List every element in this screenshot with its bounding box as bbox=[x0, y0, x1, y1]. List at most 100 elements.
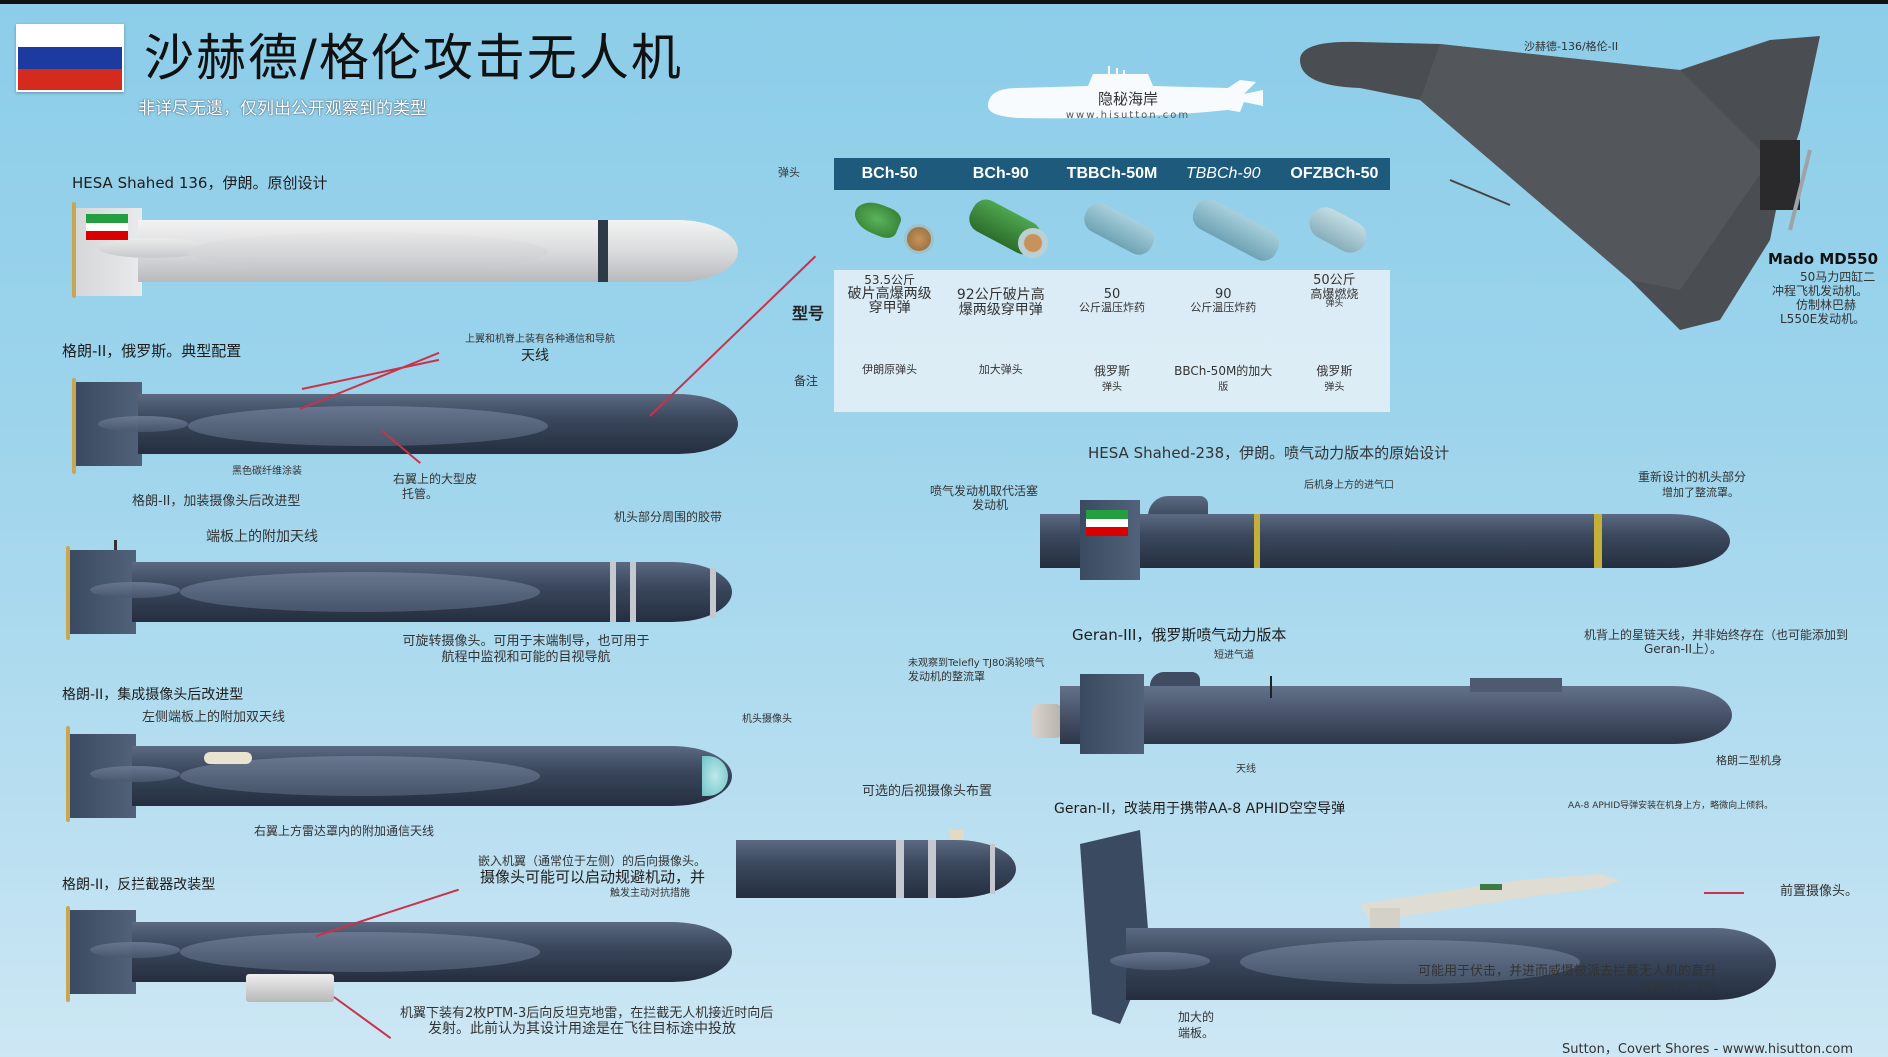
variant-title-geran2-camera: 格朗-II，加装摄像头后改进型 bbox=[132, 494, 301, 509]
annotation: 嵌入机翼（通常位于左侧）的后向摄像头。 bbox=[478, 854, 707, 868]
warhead-note: BBCh-50M的加大 bbox=[1174, 364, 1273, 378]
annotation: 右翼上的大型皮 bbox=[392, 472, 477, 486]
warhead-type: 92公斤破片高 bbox=[956, 287, 1045, 303]
engine-desc: 50马力四缸二 bbox=[1800, 270, 1876, 284]
drone-geran3 bbox=[1030, 664, 1740, 764]
page-title: 沙赫德/格伦攻击无人机 bbox=[144, 29, 683, 87]
annotation: 右翼上方雷达罩内的附加通信天线 bbox=[254, 824, 435, 838]
warhead-tbbch50m-icon bbox=[1076, 198, 1166, 262]
warhead-type: 穿甲弹 bbox=[868, 300, 911, 317]
annotation: 天线 bbox=[521, 348, 549, 364]
annotation: 端板上的附加天线 bbox=[206, 529, 318, 545]
warhead-note: 俄罗斯 bbox=[1316, 364, 1353, 378]
covert-shores-logo: 隐秘海岸 www.hisutton.com bbox=[978, 66, 1278, 126]
drone-geran2-camera bbox=[62, 540, 742, 640]
ptm3-mine-pods bbox=[246, 974, 334, 1002]
warhead-note: 伊朗原弹头 bbox=[862, 363, 918, 376]
annotation: 可能用于伏击，并进而威慑被派去拦截无人机的直升 bbox=[1418, 964, 1718, 979]
warhead-tbbch90-icon bbox=[1186, 194, 1286, 266]
credit: Sutton，Covert Shores - wwww.hisutton.com bbox=[1562, 1042, 1854, 1057]
warhead-type: 破片高爆两级 bbox=[847, 285, 932, 302]
drone-geran2-anti-interceptor bbox=[62, 906, 742, 1006]
delta-wing-drone-icon bbox=[1300, 36, 1820, 330]
annotation: 触发主动对抗措施 bbox=[610, 888, 690, 899]
warhead-name: TBBCh-90 bbox=[1185, 165, 1261, 182]
warhead-type: 公斤温压炸药 bbox=[1079, 300, 1145, 314]
warhead-row-label: 弹头 bbox=[778, 166, 800, 179]
drone-geran2-integrated bbox=[62, 716, 742, 826]
variant-title-shahed136: HESA Shahed 136，伊朗。原创设计 bbox=[72, 174, 328, 192]
annotation: 增加了整流罩。 bbox=[1662, 486, 1739, 499]
variant-title-geran2-aa8: Geran-II，改装用于携带AA-8 APHID空空导弹 bbox=[1054, 801, 1346, 817]
drone-rear-camera-nose bbox=[736, 830, 1016, 910]
annotation: 发射。此前认为其设计用途是在飞往目标途中投放 bbox=[428, 1021, 736, 1037]
annotation: 机背上的星链天线，并非始终存在（也可能添加到 bbox=[1584, 628, 1849, 642]
variant-title-geran3: Geran-III，俄罗斯喷气动力版本 bbox=[1072, 626, 1287, 644]
logo-name: 隐秘海岸 bbox=[1097, 90, 1158, 108]
warhead-note: 弹头 bbox=[1102, 382, 1122, 393]
warhead-column: 92公斤破片高 爆两级穿甲弹 加大弹头 bbox=[945, 270, 1056, 412]
annotation: 上翼和机脊上装有各种通信和导航 bbox=[465, 334, 615, 345]
iran-flag-icon bbox=[86, 214, 128, 240]
variant-title-geran2: 格朗-II，俄罗斯。典型配置 bbox=[62, 342, 242, 360]
warhead-type: 弹头 bbox=[1325, 299, 1344, 310]
warhead-name: TBBCh-50M bbox=[1066, 165, 1158, 182]
annotation: 机和轻型飞机 bbox=[1638, 980, 1717, 995]
logo-url: www.hisutton.com bbox=[1065, 110, 1191, 121]
top-border bbox=[0, 0, 1888, 4]
engine-desc: 冲程飞机发动机。 bbox=[1772, 284, 1869, 298]
variant-title-geran2-integrated: 格朗-II，集成摄像头后改进型 bbox=[62, 687, 244, 703]
engine-desc: L550E发动机。 bbox=[1780, 312, 1866, 326]
engine-desc: 仿制林巴赫 bbox=[1796, 298, 1857, 312]
warhead-column: 50 公斤温压炸药 俄罗斯 弹头 bbox=[1056, 270, 1167, 412]
warhead-weight: 90 bbox=[1214, 287, 1232, 302]
warhead-row-label-model: 型号 bbox=[792, 304, 825, 323]
warhead-name: OFZBCh-50 bbox=[1290, 165, 1379, 182]
warhead-name: BCh-50 bbox=[861, 165, 918, 182]
warhead-weight: 50 bbox=[1103, 287, 1121, 302]
warhead-type: 公斤温压炸药 bbox=[1190, 300, 1257, 314]
warhead-bch50-icon bbox=[850, 196, 944, 260]
annotation-rear-camera: 可选的后视摄像头布置 bbox=[862, 784, 993, 799]
annotation: Geran-II上）。 bbox=[1644, 642, 1722, 656]
drone-shahed238 bbox=[1036, 490, 1736, 590]
drone-top-view: 沙赫德-136/格伦-II bbox=[1300, 30, 1860, 340]
warhead-note: 俄罗斯 bbox=[1094, 364, 1131, 378]
warhead-column: 90 公斤温压炸药 BBCh-50M的加大 版 bbox=[1168, 270, 1279, 412]
drone-geran2-typical bbox=[68, 378, 748, 474]
warhead-weight: 50公斤 bbox=[1313, 273, 1356, 288]
submarine-icon bbox=[988, 66, 1263, 119]
warhead-note: 版 bbox=[1218, 382, 1229, 393]
warhead-row-label-note: 备注 bbox=[794, 374, 819, 388]
annotation: 重新设计的机头部分 bbox=[1638, 470, 1747, 484]
drone-shahed136 bbox=[68, 200, 748, 300]
russia-flag-icon bbox=[16, 24, 124, 92]
annotation: 摄像头可能可以启动规避机动，并 bbox=[480, 868, 706, 886]
variant-title-shahed238: HESA Shahed-238，伊朗。喷气动力版本的原始设计 bbox=[1088, 444, 1450, 462]
callout-line bbox=[1704, 892, 1744, 894]
warhead-column: 53.5公斤 破片高爆两级 穿甲弹 伊朗原弹头 bbox=[834, 270, 945, 412]
annotation: 后机身上方的进气口 bbox=[1304, 480, 1394, 491]
annotation: 天线 bbox=[1236, 764, 1256, 775]
annotation: 加大的 bbox=[1178, 1010, 1215, 1024]
iran-flag-icon bbox=[1086, 510, 1128, 536]
annotation: 托管。 bbox=[401, 487, 438, 501]
drone-geran2-aa8 bbox=[1080, 824, 1780, 1024]
annotation: 航程中监视和可能的目视导航 bbox=[441, 650, 611, 665]
warhead-note: 加大弹头 bbox=[978, 363, 1023, 376]
warhead-type: 爆两级穿甲弹 bbox=[958, 301, 1043, 318]
annotation: 格朗二型机身 bbox=[1716, 754, 1782, 767]
annotation: 发动机的整流罩 bbox=[908, 670, 985, 683]
annotation: 端板。 bbox=[1178, 1026, 1215, 1040]
warhead-name: BCh-90 bbox=[972, 165, 1029, 182]
warhead-bch90-icon bbox=[964, 194, 1054, 262]
annotation: 机头部分周围的胶带 bbox=[614, 510, 723, 524]
warhead-weight: 53.5公斤 bbox=[864, 273, 915, 287]
page-subtitle: 非详尽无遗，仅列出公开观察到的类型 bbox=[138, 99, 427, 119]
warhead-note: 弹头 bbox=[1324, 382, 1345, 393]
annotation: 机头摄像头 bbox=[742, 714, 792, 725]
variant-title-geran2-anti-interceptor: 格朗-II，反拦截器改装型 bbox=[62, 877, 216, 893]
warhead-column: 50公斤 高爆燃烧 弹头 俄罗斯 弹头 bbox=[1279, 270, 1390, 412]
annotation: 喷气发动机取代活塞 bbox=[930, 484, 1039, 498]
annotation: 可旋转摄像头。可用于末端制导，也可用于 bbox=[402, 634, 650, 649]
